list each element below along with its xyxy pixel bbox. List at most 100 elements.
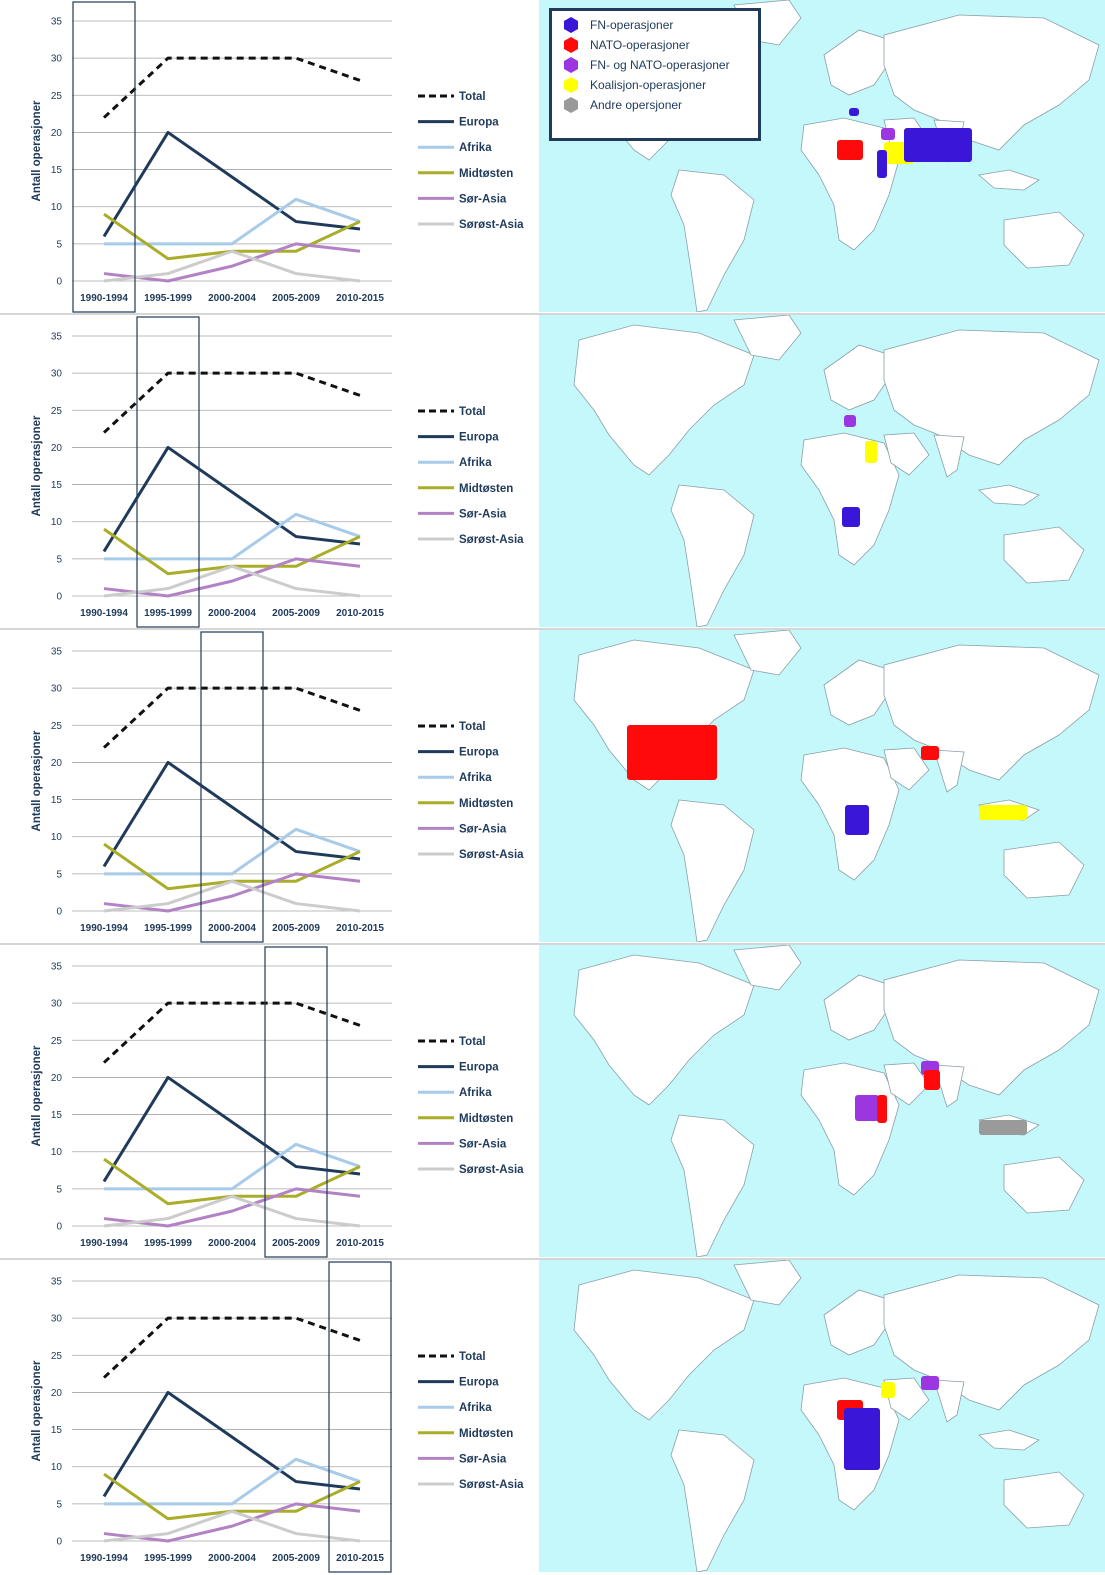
operation-region-egypt: [865, 441, 877, 463]
x-tick-label: 1995-1999: [144, 608, 192, 619]
series-line-4: [103, 1502, 361, 1543]
continent-africa: [800, 1062, 900, 1196]
x-tick-label: 2005-2009: [272, 1238, 320, 1249]
x-tick-label: 2000-2004: [208, 1553, 256, 1564]
operation-region-bosnia: [849, 108, 859, 116]
series-line-2: [104, 1142, 361, 1191]
y-tick-label: 15: [51, 480, 63, 491]
legend-label: Afrika: [459, 142, 492, 154]
y-tick-label: 20: [51, 128, 63, 139]
series-line-5: [103, 249, 361, 283]
world-map: [539, 1260, 1105, 1572]
series-line-5: [103, 879, 361, 913]
y-tick-label: 20: [51, 443, 63, 454]
y-tick-label: 5: [56, 554, 62, 565]
legend-label: Afrika: [459, 457, 492, 469]
y-tick-label: 10: [51, 1462, 63, 1473]
continent-arabia: [883, 1062, 930, 1106]
hexagon-icon: [564, 37, 578, 53]
continent-indonesia: [978, 169, 1040, 191]
y-tick-label: 25: [51, 1036, 63, 1047]
series-line-0: [102, 1001, 361, 1064]
legend-label: Sør-Asia: [459, 823, 507, 835]
continent-greenland: [733, 945, 802, 991]
period-highlight-box: [72, 1, 136, 313]
y-tick-label: 15: [51, 795, 63, 806]
x-tick-label: 2010-2015: [336, 1553, 384, 1564]
y-tick-label: 0: [56, 277, 62, 288]
y-tick-label: 15: [51, 1110, 63, 1121]
continent-europe: [823, 1289, 892, 1356]
y-tick-label: 30: [51, 999, 63, 1010]
operation-region-sudan: [855, 1095, 879, 1121]
series-line-1: [102, 1075, 361, 1183]
legend-label: Sør-Asia: [459, 508, 507, 520]
y-tick-label: 0: [56, 907, 62, 918]
y-tick-label: 30: [51, 1314, 63, 1325]
series-line-0: [102, 371, 361, 434]
series-line-1: [102, 445, 361, 553]
y-tick-label: 0: [56, 1537, 62, 1548]
series-line-1: [102, 760, 361, 868]
continent-south-america: [670, 169, 755, 312]
y-axis-label: Antall operasjoner: [31, 415, 43, 516]
x-tick-label: 2000-2004: [208, 1238, 256, 1249]
operation-region-somalia: [877, 1095, 887, 1123]
y-tick-label: 10: [51, 517, 63, 528]
x-tick-label: 2005-2009: [272, 923, 320, 934]
y-tick-label: 25: [51, 1351, 63, 1362]
x-tick-label: 2010-2015: [336, 608, 384, 619]
y-tick-label: 35: [51, 332, 63, 343]
hexagon-icon: [564, 77, 578, 93]
continent-europe: [823, 974, 892, 1041]
hexagon-icon: [564, 57, 578, 73]
operation-region-south-asia: [904, 128, 972, 162]
y-tick-label: 25: [51, 721, 63, 732]
period-highlight-box: [200, 631, 264, 943]
continent-south-america: [670, 484, 755, 627]
series-line-2: [104, 512, 361, 561]
continent-indonesia: [978, 1429, 1040, 1451]
y-tick-label: 35: [51, 962, 63, 973]
period-highlight-box: [136, 316, 200, 628]
continent-australia: [1003, 1471, 1085, 1529]
legend-label: Europa: [459, 117, 499, 129]
continent-europe: [823, 344, 892, 411]
series-line-4: [103, 1187, 361, 1228]
y-tick-label: 5: [56, 239, 62, 250]
continent-europe: [823, 659, 892, 726]
continent-india: [933, 1379, 965, 1423]
legend-label: Sør-Asia: [459, 1138, 507, 1150]
y-tick-label: 15: [51, 165, 63, 176]
y-tick-label: 5: [56, 1184, 62, 1195]
continent-asia: [883, 329, 1100, 466]
y-tick-label: 30: [51, 369, 63, 380]
series-line-2: [104, 1457, 361, 1506]
continent-arabia: [883, 1377, 930, 1421]
x-tick-label: 2000-2004: [208, 923, 256, 934]
world-map-drawing: [573, 945, 1100, 1257]
operation-region-afghanistan: [921, 746, 939, 760]
legend-label: Midtøsten: [459, 1428, 513, 1440]
operation-region-libya: [837, 140, 863, 160]
y-tick-label: 5: [56, 1499, 62, 1510]
hexagon-icon: [564, 97, 578, 113]
operation-region-central-africa: [844, 1408, 880, 1470]
y-tick-label: 30: [51, 684, 63, 695]
series-line-0: [102, 1316, 361, 1379]
x-tick-label: 1995-1999: [144, 1238, 192, 1249]
y-tick-label: 25: [51, 91, 63, 102]
y-tick-label: 5: [56, 869, 62, 880]
continent-india: [933, 749, 965, 793]
map-legend-item: FN-operasjoner: [564, 15, 758, 35]
continent-south-america: [670, 799, 755, 942]
series-line-1: [102, 130, 361, 238]
continent-greenland: [733, 315, 802, 361]
continent-europe: [823, 29, 892, 96]
map-legend-label: FN-operasjoner: [590, 18, 674, 32]
y-tick-label: 0: [56, 592, 62, 603]
